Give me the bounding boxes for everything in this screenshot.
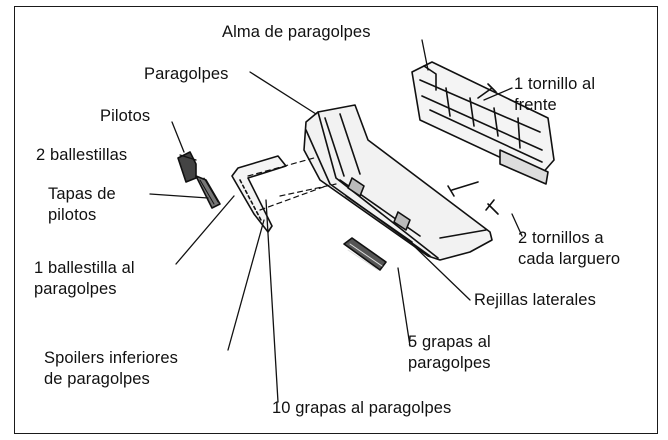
label-spoilers-inferiores: Spoilers inferiores de paragolpes — [44, 349, 178, 388]
label-5-grapas: 5 grapas al paragolpes — [408, 333, 491, 372]
label-10-grapas: 10 grapas al paragolpes — [272, 399, 452, 417]
diagram-frame — [14, 6, 658, 434]
spoiler-part — [231, 155, 287, 233]
label-2-tornillos: 2 tornillos a cada larguero — [518, 229, 621, 268]
label-rejillas-laterales: Rejillas laterales — [474, 291, 596, 309]
assembly-guide-lines — [247, 157, 337, 211]
bumper-part — [303, 104, 493, 261]
label-pilotos: Pilotos — [100, 107, 151, 125]
light-part — [177, 151, 221, 209]
label-paragolpes: Paragolpes — [144, 65, 229, 83]
leader-lines — [149, 39, 523, 403]
label-1-ballestilla-al-paragolpes: 1 ballestilla al paragolpes — [34, 259, 135, 298]
label-alma-de-paragolpes: Alma de paragolpes — [222, 23, 371, 41]
label-2-ballestillas: 2 ballestillas — [36, 146, 128, 164]
bolt-parts — [447, 83, 499, 215]
label-1-tornillo-al-frente: 1 tornillo al frente — [514, 75, 596, 114]
label-tapas-de-pilotos: Tapas de pilotos — [48, 185, 116, 224]
bumper-reinforcement-part — [411, 61, 555, 185]
side-grille-part — [343, 237, 387, 271]
